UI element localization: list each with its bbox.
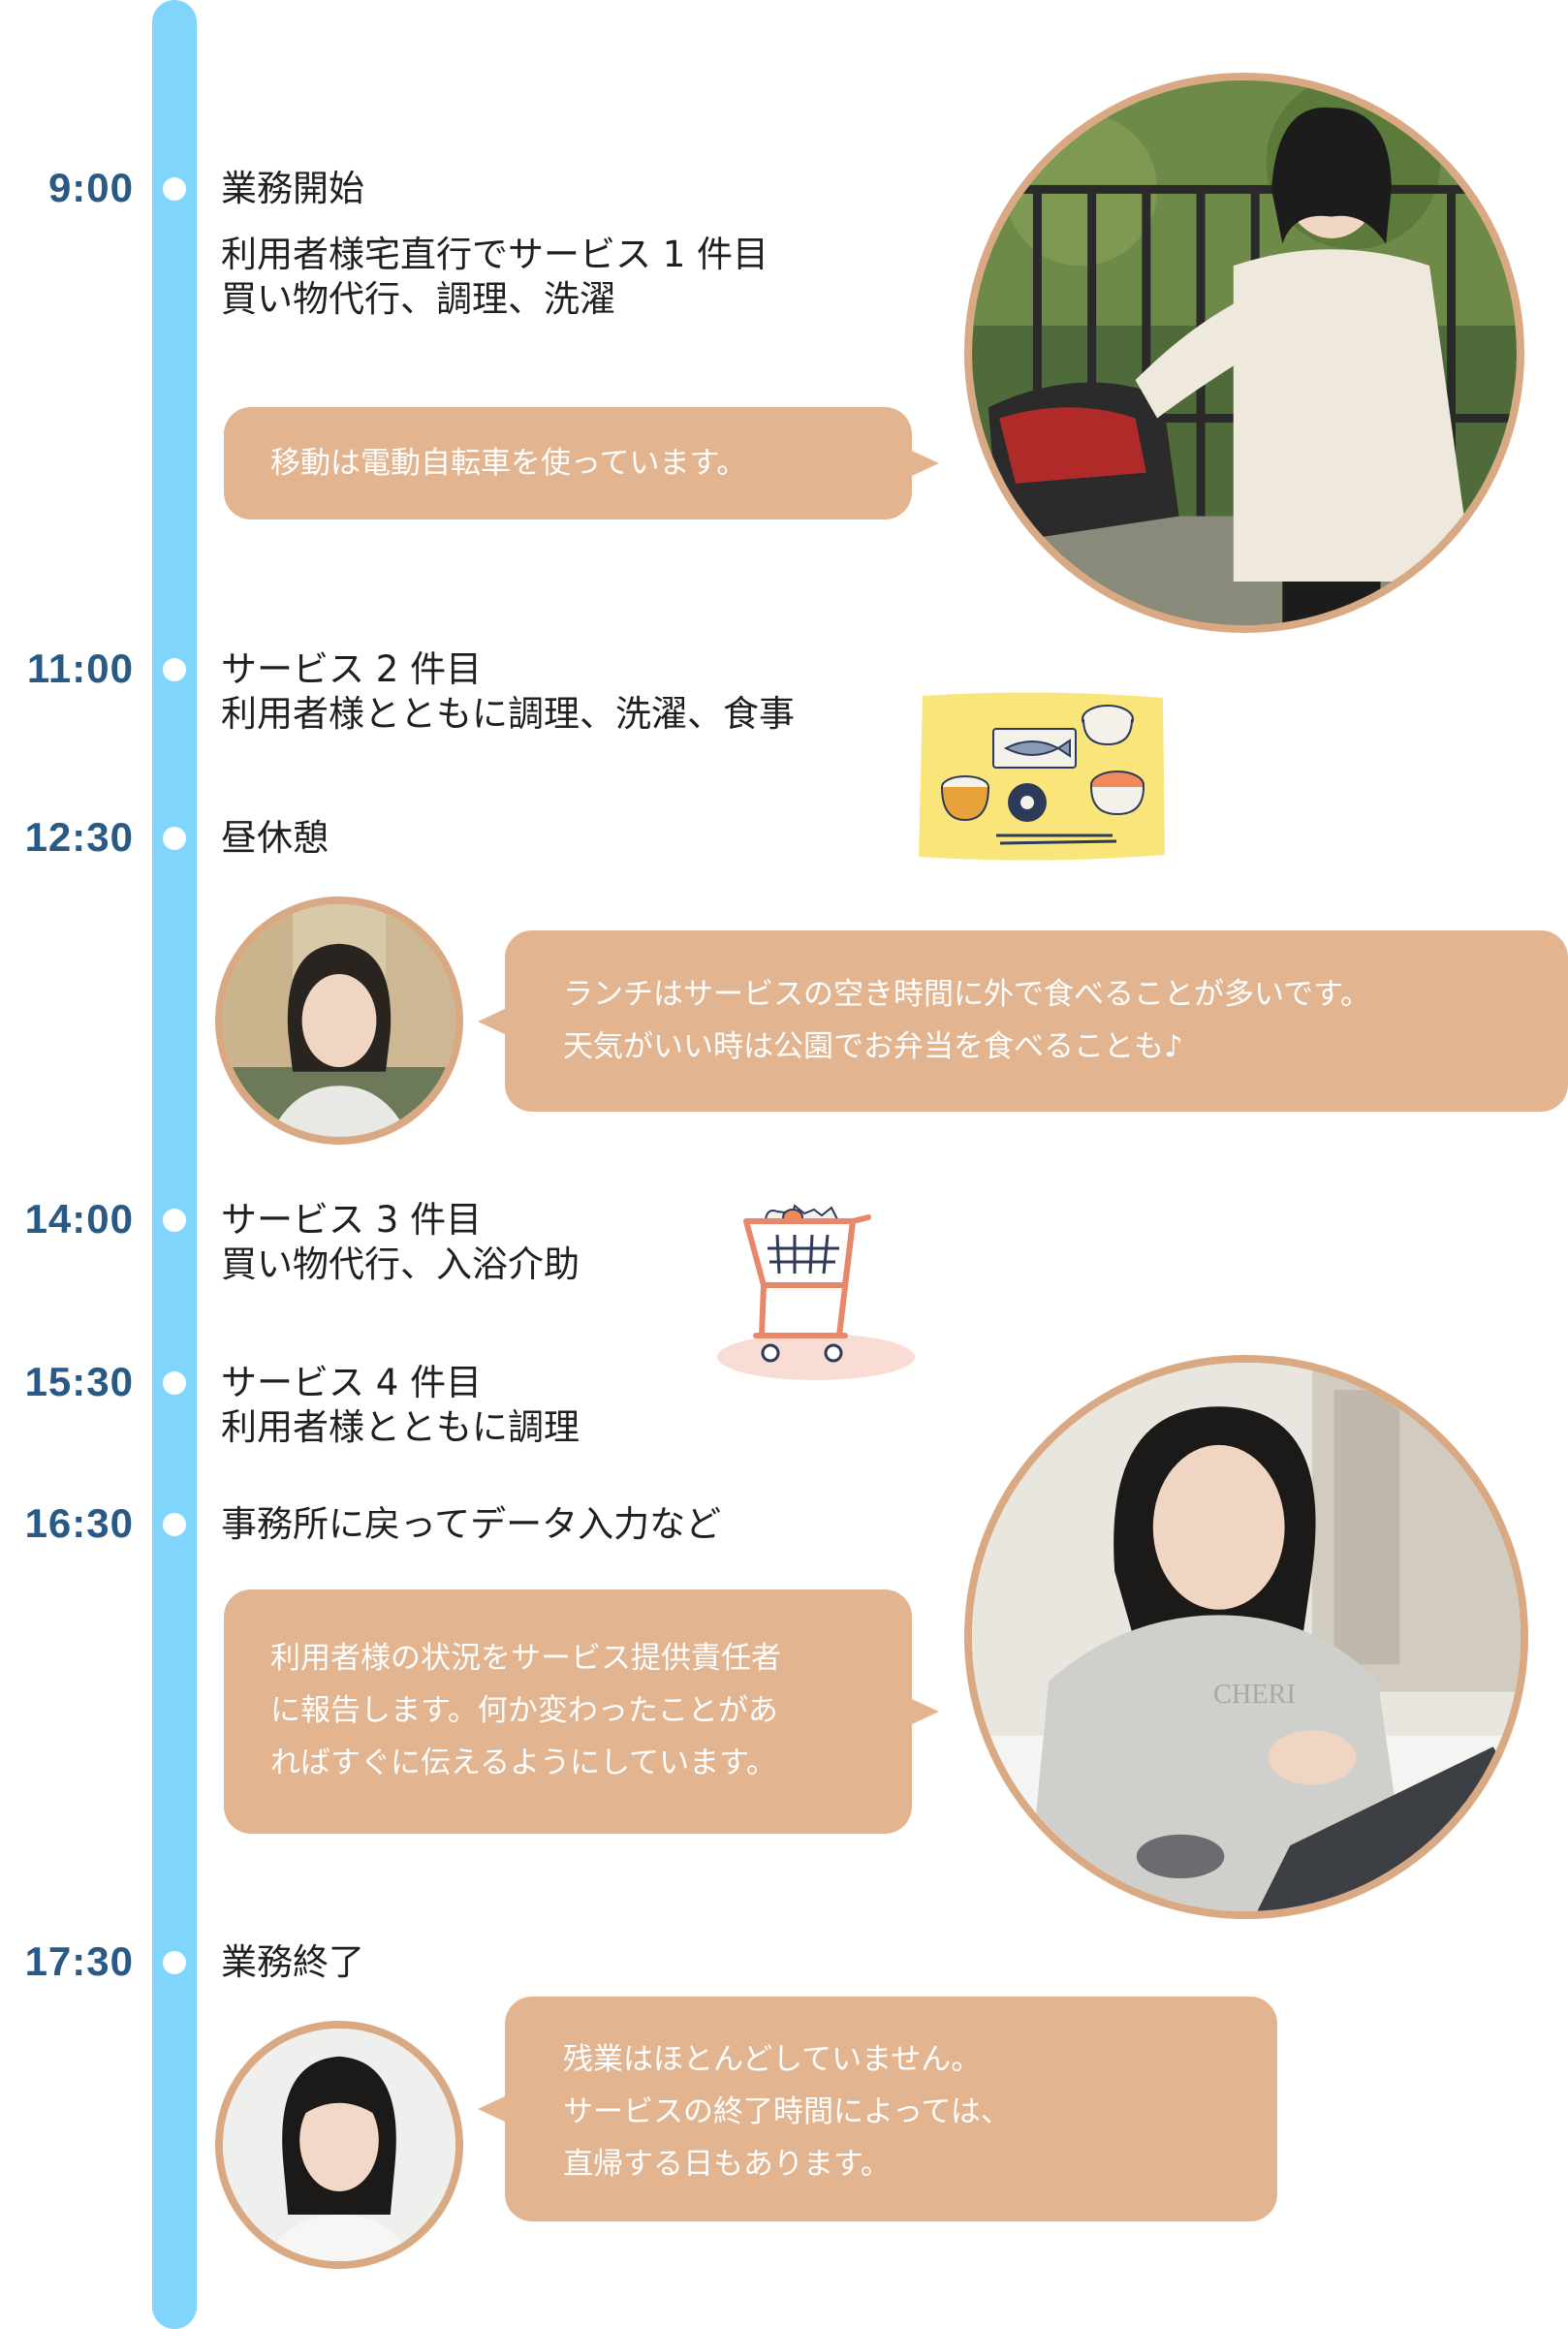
timeline-dot <box>163 658 186 681</box>
time-label: 14:00 <box>24 1196 134 1242</box>
time-label: 15:30 <box>24 1359 134 1404</box>
time-label: 9:00 <box>47 165 134 210</box>
bubble-line: ランチはサービスの空き時間に外で食べることが多いです。 <box>563 977 1370 1012</box>
schedule-entry: サービス 3 件目 買い物代行、入浴介助 <box>221 1198 580 1287</box>
photo-portrait-studio <box>215 2021 463 2269</box>
entry-line: 買い物代行、入浴介助 <box>221 1243 580 1285</box>
schedule-entry: 昼休憩 <box>221 816 329 861</box>
bubble-line: 直帰する日もあります。 <box>563 2147 891 2182</box>
bubble-line: 利用者様の状況をサービス提供責任者 <box>270 1641 781 1676</box>
entry-title: 事務所に戻ってデータ入力など <box>221 1503 722 1545</box>
speech-bubble: 利用者様の状況をサービス提供責任者 に報告します。何か変わったことがあ ればすぐ… <box>224 1589 939 1834</box>
entry-title: 昼休憩 <box>221 817 329 859</box>
entry-line: 利用者様とともに調理、洗濯、食事 <box>221 693 795 735</box>
bubble-line: 残業はほとんどしていません。 <box>563 2042 982 2077</box>
shirt-logo-text: CHERI <box>1213 1680 1296 1710</box>
bubble-line: ればすぐに伝えるようにしています。 <box>270 1746 777 1780</box>
time-label: 17:30 <box>24 1938 134 1984</box>
entry-title: サービス 3 件目 <box>221 1199 483 1241</box>
time-label: 12:30 <box>24 814 134 860</box>
entry-line: 利用者様とともに調理 <box>221 1406 580 1448</box>
photo-office-laptop: CHERI <box>964 1355 1528 1919</box>
timeline-dot <box>163 1209 186 1232</box>
timeline-dot <box>163 1951 186 1974</box>
bubble-line: 天気がいい時は公園でお弁当を食べることも♪ <box>563 1029 1183 1064</box>
meal-tray-icon <box>911 688 1171 865</box>
entry-title: 業務開始 <box>221 168 364 209</box>
bubble-line: サービスの終了時間によっては、 <box>563 2094 1011 2129</box>
entry-line: 買い物代行、調理、洗濯 <box>221 278 615 320</box>
speech-bubble: 移動は電動自転車を使っています。 <box>224 407 939 519</box>
entry-title: サービス 2 件目 <box>221 648 483 690</box>
schedule-entry: サービス 2 件目 利用者様とともに調理、洗濯、食事 <box>221 647 795 737</box>
time-label: 16:30 <box>24 1500 134 1546</box>
schedule-entry: 業務終了 <box>221 1940 364 1985</box>
timeline-dot <box>163 1513 186 1536</box>
timeline-dot <box>163 177 186 201</box>
speech-bubble: ランチはサービスの空き時間に外で食べることが多いです。 天気がいい時は公園でお弁… <box>478 930 1568 1112</box>
schedule-entry: サービス 4 件目 利用者様とともに調理 <box>221 1361 580 1450</box>
schedule-entry: 業務開始 利用者様宅直行でサービス 1 件目 買い物代行、調理、洗濯 <box>221 167 768 322</box>
time-label: 11:00 <box>26 645 134 691</box>
entry-line: 利用者様宅直行でサービス 1 件目 <box>221 234 769 275</box>
photo-bicycle <box>964 73 1524 633</box>
timeline-dot <box>163 1371 186 1395</box>
timeline-bar <box>152 0 197 2329</box>
entry-title: サービス 4 件目 <box>221 1362 483 1403</box>
schedule-entry: 事務所に戻ってデータ入力など <box>221 1502 721 1547</box>
bubble-line: 移動は電動自転車を使っています。 <box>270 446 747 481</box>
shopping-cart-icon <box>717 1200 921 1384</box>
speech-bubble: 残業はほとんどしていません。 サービスの終了時間によっては、 直帰する日もありま… <box>478 1997 1277 2221</box>
bubble-line: に報告します。何か変わったことがあ <box>270 1693 778 1728</box>
entry-title: 業務終了 <box>221 1941 364 1983</box>
timeline-dot <box>163 827 186 850</box>
photo-portrait-outdoor <box>215 897 463 1145</box>
